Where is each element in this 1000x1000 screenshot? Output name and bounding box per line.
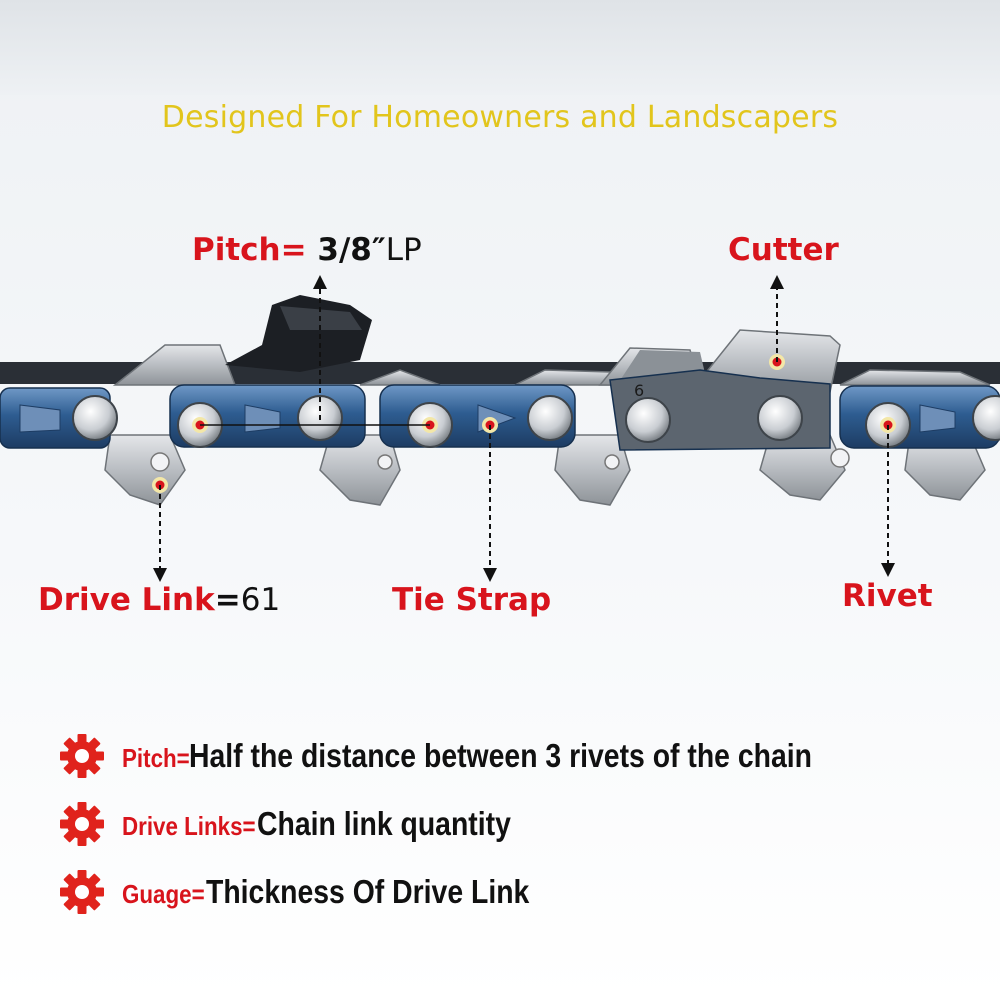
- cutter-tooth-left: [225, 295, 372, 372]
- legend-term-guage: Guage=: [122, 879, 205, 909]
- legend-term-drive-links: Drive Links=: [122, 811, 256, 841]
- chain-stamp: 6: [634, 381, 644, 400]
- legend-item-guage: Guage= Thickness Of Drive Link: [58, 858, 978, 926]
- drive-links: [104, 434, 986, 506]
- marker-points: [152, 354, 896, 493]
- legend-term-pitch: Pitch=: [122, 743, 190, 773]
- leader-arrows: [153, 275, 895, 582]
- drive-link-value: 61: [240, 582, 281, 618]
- gear-icon: [60, 802, 104, 846]
- pitch-suffix: LP: [385, 232, 422, 268]
- pitch-value: 3/8″: [317, 232, 386, 268]
- headline: Designed For Homeowners and Landscapers: [161, 100, 839, 135]
- tie-strap-label: Tie Strap: [392, 582, 552, 618]
- drive-link-dimples: [150, 448, 850, 472]
- rivet-label: Rivet: [842, 578, 933, 614]
- cutter-label: Cutter: [728, 232, 839, 268]
- gear-icon: [60, 870, 104, 914]
- pitch-callout: Pitch= 3/8″LP: [192, 235, 422, 266]
- pitch-label: Pitch: [192, 232, 281, 268]
- header-band: [0, 0, 1000, 95]
- gear-icon: [60, 734, 104, 778]
- pitch-eq: =: [280, 232, 307, 268]
- legend: Pitch= Half the distance between 3 rivet…: [58, 722, 978, 926]
- legend-def-guage: Thickness Of Drive Link: [206, 873, 530, 910]
- legend-def-drive-links: Chain link quantity: [257, 805, 512, 842]
- legend-item-pitch: Pitch= Half the distance between 3 rivet…: [58, 722, 978, 790]
- drive-link-label: Drive Link: [38, 582, 215, 618]
- drive-link-eq: =: [214, 582, 241, 618]
- legend-def-pitch: Half the distance between 3 rivets of th…: [188, 737, 812, 774]
- drive-link-callout: Drive Link=61: [38, 585, 280, 616]
- legend-item-drive-links: Drive Links= Chain link quantity: [58, 790, 978, 858]
